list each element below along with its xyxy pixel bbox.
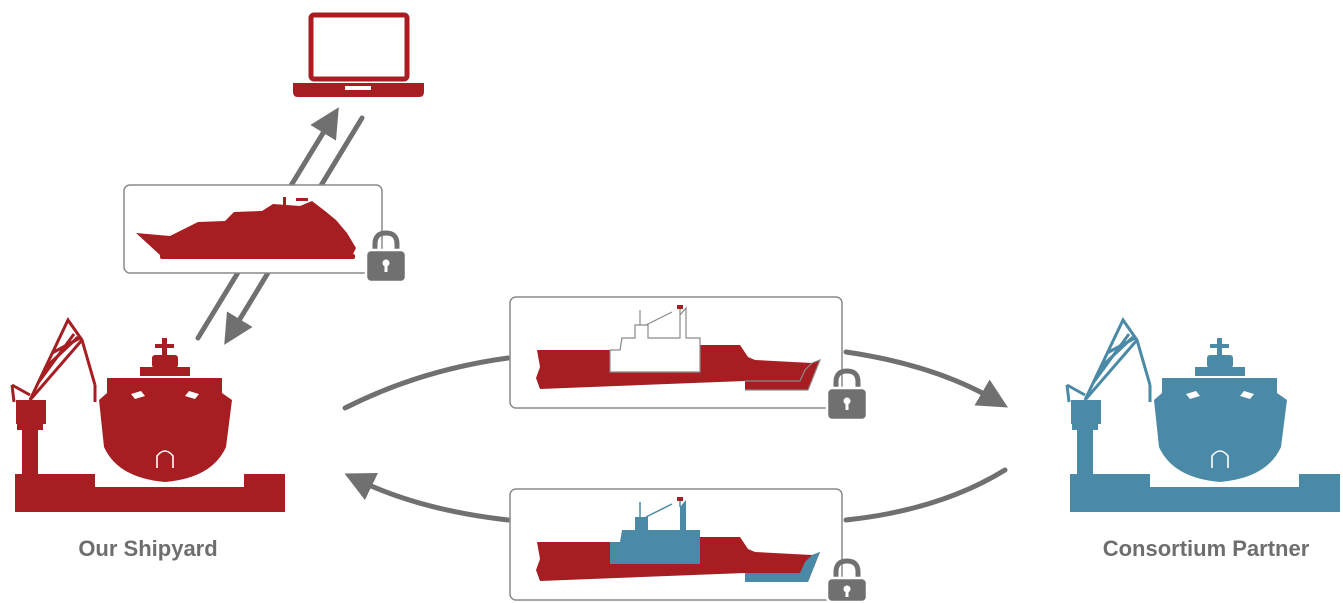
- design-box-outgoing: [509, 296, 869, 422]
- padlock-icon: [825, 558, 869, 603]
- ship-icon: [1154, 338, 1287, 482]
- padlock-icon: [364, 230, 408, 284]
- return-arrow: [843, 467, 1008, 523]
- consortium-partner: [1065, 317, 1340, 512]
- ship-icon: [99, 338, 232, 482]
- our-shipyard: [10, 317, 285, 512]
- consortium-partner-label: Consortium Partner: [1102, 536, 1310, 561]
- ship-icon: [536, 497, 820, 582]
- yacht-icon: [136, 197, 356, 259]
- our-shipyard-label: Our Shipyard: [78, 536, 218, 561]
- design-box-returning: [509, 488, 869, 603]
- send-arrow-right: [843, 349, 1008, 408]
- crane-icon: [10, 317, 97, 474]
- laptop-icon: [293, 12, 424, 97]
- yacht-box: [123, 184, 408, 284]
- return-arrow-left: [344, 473, 511, 523]
- padlock-icon: [825, 368, 869, 422]
- dock: [15, 474, 285, 512]
- dock: [1070, 474, 1340, 512]
- send-arrow: [342, 355, 511, 411]
- crane-icon: [1065, 317, 1152, 474]
- ship-icon: [536, 305, 822, 391]
